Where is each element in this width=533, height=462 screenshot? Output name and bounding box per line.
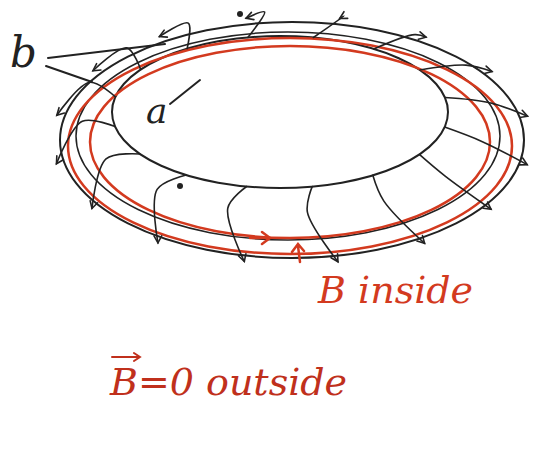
dot: [237, 11, 243, 17]
field-note: B=0 outside: [110, 360, 347, 404]
field-arrow: [250, 232, 270, 244]
radius-label: b: [10, 28, 37, 77]
winding-arrow: [417, 236, 425, 244]
winding: [246, 12, 265, 38]
winding: [445, 127, 528, 165]
field-note-box: B inside: [318, 268, 473, 312]
leader-line: [170, 80, 200, 104]
winding: [159, 23, 189, 49]
winding: [228, 186, 247, 261]
winding-arrow: [239, 254, 246, 262]
winding-arrow: [331, 254, 338, 262]
winding-arrow: [56, 156, 63, 164]
radius-label-box: a: [146, 90, 167, 131]
winding: [93, 48, 141, 71]
dot: [177, 183, 183, 189]
winding-arrow: [483, 202, 491, 209]
winding: [419, 154, 491, 209]
winding-arrow: [418, 32, 426, 39]
torus-ridge: [76, 32, 500, 240]
vector-arrow: [112, 353, 140, 361]
winding-arrow: [520, 110, 528, 117]
winding-arrow: [159, 30, 167, 37]
winding: [420, 65, 492, 71]
winding: [307, 187, 338, 262]
winding-arrow: [340, 12, 348, 19]
winding-arrow: [90, 201, 97, 209]
leader-line: [46, 44, 165, 82]
winding-arrow: [93, 64, 101, 71]
field-note-box: B=0 outside: [110, 360, 347, 404]
winding: [445, 97, 528, 116]
winding: [92, 154, 140, 209]
winding: [57, 82, 116, 115]
leader-arrow: [292, 244, 304, 262]
winding-arrow: [484, 66, 492, 73]
winding-arrow: [246, 12, 254, 19]
winding-arrow: [154, 236, 162, 243]
winding-arrow: [57, 108, 65, 116]
radius-label-box: b: [10, 28, 37, 77]
winding: [374, 35, 426, 49]
radius-label: a: [146, 90, 167, 131]
winding: [373, 175, 425, 243]
field-note: B inside: [318, 268, 473, 312]
field-line: [68, 38, 512, 254]
field-line: [90, 46, 490, 238]
winding-arrow: [519, 158, 527, 165]
winding: [56, 120, 115, 164]
torus-outer-edge: [60, 22, 524, 258]
winding: [154, 175, 186, 243]
